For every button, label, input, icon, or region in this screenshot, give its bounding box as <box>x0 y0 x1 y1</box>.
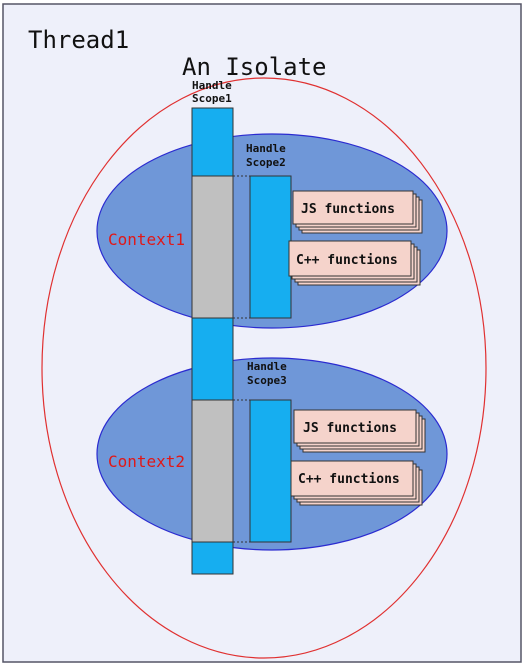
handle-scope2-label-line1: Handle <box>246 142 286 155</box>
context2-js-functions-stack: JS functions <box>293 409 426 453</box>
context1-cpp-functions-label: C++ functions <box>296 253 398 268</box>
handle-scope1-label-line2: Scope1 <box>192 92 232 105</box>
handle-scope1-label-line1: Handle <box>192 79 232 92</box>
handle-scope3-label-line2: Scope3 <box>247 374 287 387</box>
isolate-label: An Isolate <box>182 53 327 81</box>
context1-label: Context1 <box>108 230 185 249</box>
thread-frame <box>2 3 522 663</box>
handle-scope2-label-line2: Scope2 <box>246 156 286 169</box>
context1-cpp-functions-stack: C++ functions <box>288 240 421 286</box>
context2-cpp-functions-stack: C++ functions <box>290 460 423 506</box>
context2-grey-block <box>191 399 234 543</box>
handle-scope2-bar <box>249 175 292 319</box>
context1-js-functions-label: JS functions <box>301 202 395 217</box>
context1-grey-block <box>191 175 234 319</box>
context1-js-functions-stack: JS functions <box>292 190 423 234</box>
context2-cpp-functions-label: C++ functions <box>298 472 400 487</box>
thread-label: Thread1 <box>28 26 129 54</box>
isolate-ellipse <box>41 77 487 659</box>
handle-scope3-bar <box>249 399 292 543</box>
context2-js-functions-label: JS functions <box>303 421 397 436</box>
handle-scope3-label-line1: Handle <box>247 360 287 373</box>
context2-label: Context2 <box>108 452 185 471</box>
